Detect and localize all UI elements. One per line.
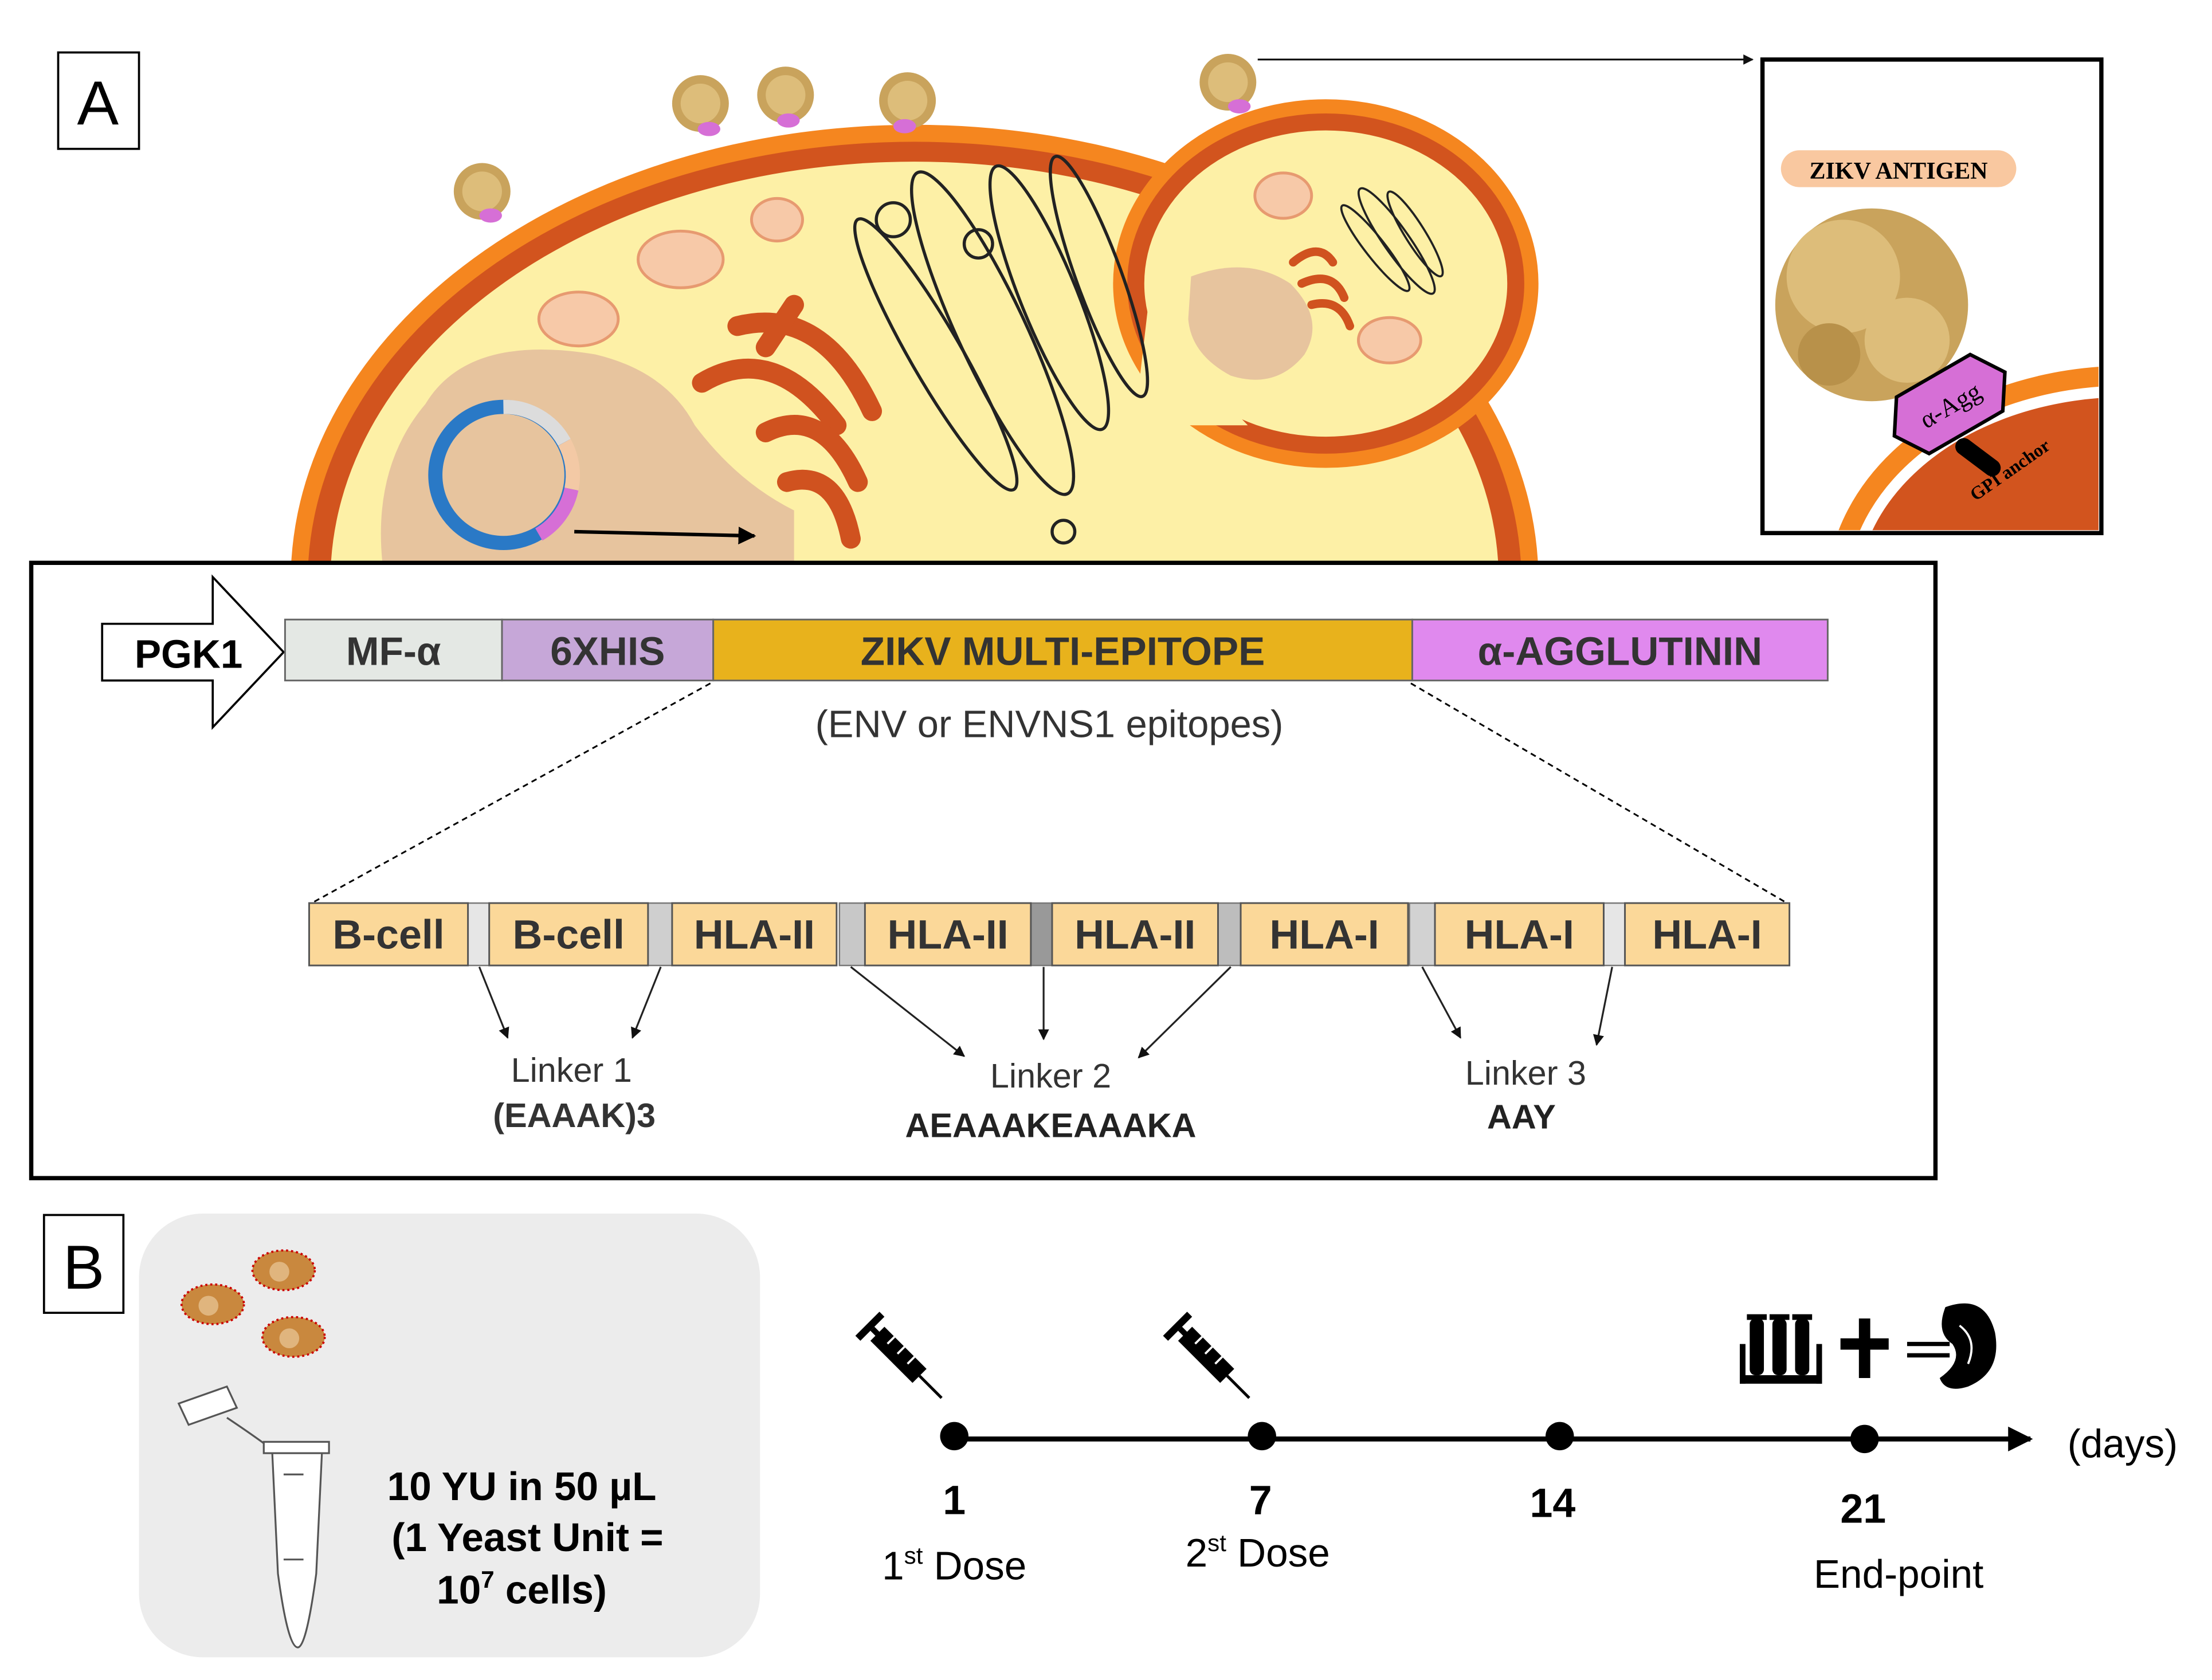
construct-segment: ZIKV MULTI-EPITOPE: [712, 618, 1413, 682]
epitope-label: HLA-II: [1074, 912, 1195, 957]
linker-1-seq: (EAAAK)3: [493, 1096, 656, 1135]
linker-spacer: [1409, 902, 1436, 967]
syringe-icon: [855, 1312, 943, 1399]
linker-spacer: [1217, 902, 1242, 967]
syringe-icon: [1163, 1312, 1250, 1399]
epitope-block: [1240, 902, 1409, 967]
antigen-label: ZIKV ANTIGEN: [1810, 158, 1988, 185]
epitope-label: HLA-I: [1652, 912, 1762, 957]
day-1: 1: [943, 1478, 966, 1524]
promoter-arrow: PGK1: [101, 574, 285, 730]
linker-1-name: Linker 1: [511, 1051, 632, 1089]
epitope-label: B-cell: [332, 912, 444, 957]
day-14: 14: [1529, 1480, 1575, 1526]
surface-antigens: [453, 54, 1257, 223]
epitope-block: [671, 902, 838, 967]
mitochondria: [537, 171, 1422, 364]
construct-segment: 6XHIS: [501, 618, 715, 682]
epitope-block: [1051, 902, 1219, 967]
first-dose-label: 1st Dose: [882, 1542, 1026, 1588]
spleen-icon: [1907, 1303, 1997, 1389]
linker-spacer: [1603, 902, 1626, 967]
linker-spacer: [467, 902, 490, 967]
dose-line-1: 10 YU in 50 µL: [387, 1464, 657, 1509]
construct-segment-label: α-AGGLUTININ: [1478, 629, 1763, 673]
svg-text:B: B: [63, 1232, 105, 1302]
endpoint-label: End-point: [1814, 1552, 1984, 1596]
epitope-block: [1624, 902, 1791, 967]
linker-2-name: Linker 2: [990, 1057, 1111, 1095]
day-7: 7: [1249, 1478, 1272, 1524]
epitope-blocks: B-cell B-cell HLA-II HLA-II HLA-II HLA-I HLA-I…: [308, 902, 1791, 967]
svg-text:PGK1: PGK1: [135, 631, 243, 676]
construct-segments: MF-α 6XHIS ZIKV MULTI-EPITOPE α-AGGLUTININ: [284, 618, 1829, 682]
timeline-unit: (days): [2068, 1422, 2178, 1466]
linker-spacer: [1030, 902, 1053, 967]
yeast-cell-illustration: [291, 54, 1539, 562]
epitope-label: HLA-II: [694, 912, 815, 957]
linker-2-seq: AEAAAKEAAAKA: [905, 1106, 1197, 1144]
plasmid: [428, 399, 581, 551]
construct-segment-label: 6XHIS: [550, 629, 665, 673]
dose-text: 10 YU in 50 µL (1 Yeast Unit = 107 cells…: [387, 1464, 664, 1612]
timeline: (days) 1 7 14 21 1st Dose 2st Dose End-p…: [882, 1422, 2178, 1597]
construct-segment-label: ZIKV MULTI-EPITOPE: [861, 629, 1265, 673]
epitope-block: [1434, 902, 1605, 967]
epitope-label: HLA-II: [888, 912, 1009, 957]
epitope-label: HLA-I: [1465, 912, 1574, 957]
svg-text:A: A: [77, 69, 119, 139]
day-21: 21: [1840, 1486, 1886, 1532]
linker-3-seq: AAY: [1487, 1098, 1556, 1136]
antigen-icon: [1775, 208, 1968, 402]
epitope-label: B-cell: [513, 912, 625, 957]
microtube-icon: [177, 1385, 330, 1648]
endoplasmic-reticulum: [692, 295, 883, 549]
dose-line-2: (1 Yeast Unit =: [391, 1515, 663, 1560]
test-tubes-icon: [1739, 1314, 1822, 1384]
epitope-block: [488, 902, 649, 967]
construct-segment: MF-α: [284, 618, 503, 682]
linker-spacer: [647, 902, 673, 967]
construct-segment-label: MF-α: [346, 629, 441, 673]
yeast-cell-icon: [180, 1249, 326, 1358]
cross-icon: [1840, 1318, 1889, 1378]
panel-b-label: B: [42, 1214, 125, 1314]
svg-text:107 cells): 107 cells): [437, 1566, 607, 1612]
golgi: [853, 155, 1150, 545]
epitope-block: [864, 902, 1032, 967]
panel-a-label: A: [57, 51, 140, 150]
inset-antigen-detail: ZIKV ANTIGEN α-Agg GPI anchor: [1760, 57, 2104, 536]
linker-spacer: [838, 902, 866, 967]
linker-labels: Linker 1 (EAAAK)3 Linker 2 AEAAAKEAAAKA …: [493, 1051, 1586, 1144]
linker-3-name: Linker 3: [1465, 1054, 1586, 1092]
second-dose-label: 2st Dose: [1186, 1529, 1330, 1575]
epitope-block: [308, 902, 469, 967]
construct-segment: α-AGGLUTININ: [1411, 618, 1829, 682]
linker-arrows: [478, 966, 1613, 1059]
epitope-label: HLA-I: [1269, 912, 1379, 957]
construct-subtitle: (ENV or ENVNS1 epitopes): [815, 704, 1284, 746]
